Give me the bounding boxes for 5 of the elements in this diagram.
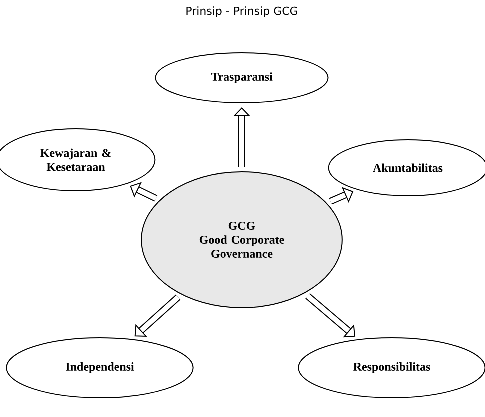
title: Prinsip - Prinsip GCG <box>186 6 298 18</box>
ellipse-node: GCG Good Corporate Governance <box>141 172 343 308</box>
ellipse-node: Independensi <box>6 337 194 398</box>
block-arrow <box>134 294 181 337</box>
ellipse-node: Trasparansi <box>155 52 329 104</box>
